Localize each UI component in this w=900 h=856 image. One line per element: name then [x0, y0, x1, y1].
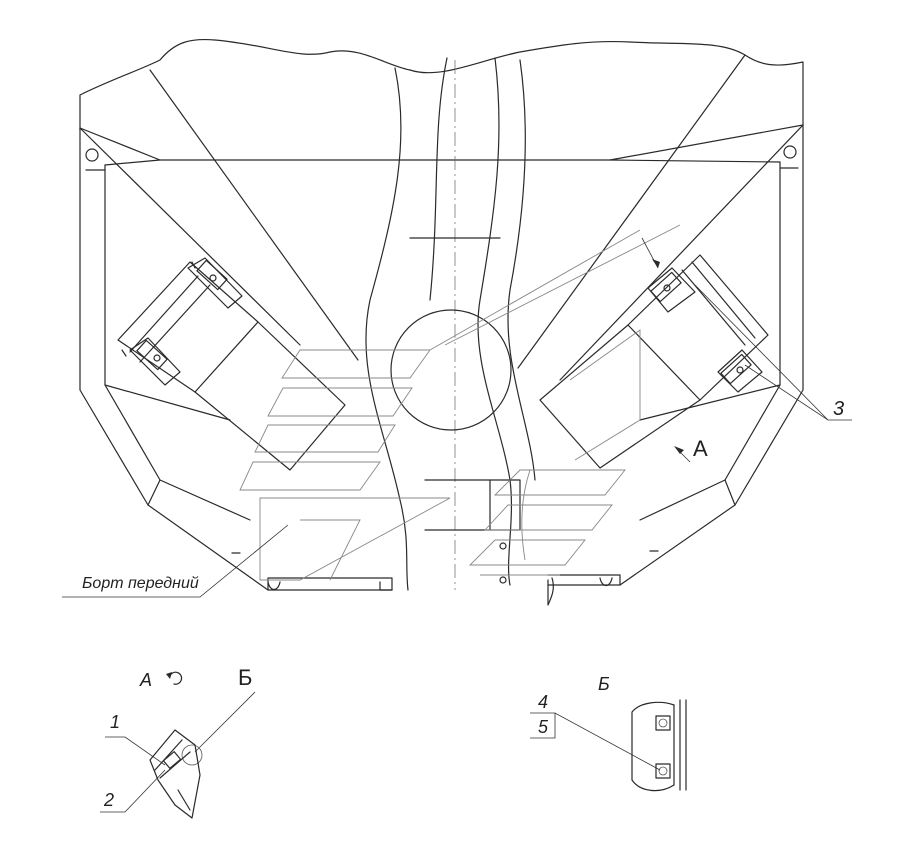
view-a: А Б 1 2: [100, 665, 256, 819]
body-outline: [79, 38, 804, 591]
callout-1-label: 1: [110, 712, 120, 732]
view-b: Б 4 5: [530, 674, 687, 792]
view-a-title: А: [139, 670, 152, 690]
left-box: [117, 257, 346, 471]
right-box: [539, 254, 769, 469]
callout-3: 3: [641, 237, 852, 421]
central-members: [365, 57, 554, 606]
view-b-ref-label: Б: [238, 665, 252, 690]
callout-2-label: 2: [103, 790, 114, 810]
diagonal-beams: [79, 54, 804, 381]
callout-3-label: 3: [833, 398, 844, 420]
callout-5-label: 5: [538, 717, 549, 737]
view-a-arrow: А: [674, 436, 708, 463]
front-side-label: Борт передний: [82, 575, 199, 592]
view-b-title: Б: [598, 674, 610, 694]
rotation-arrow-icon: [166, 671, 183, 685]
front-side-callout: Борт передний: [62, 524, 289, 598]
callout-4-label: 4: [538, 692, 548, 712]
hidden-structure: [239, 224, 681, 581]
view-a-arrow-label: А: [693, 436, 708, 461]
